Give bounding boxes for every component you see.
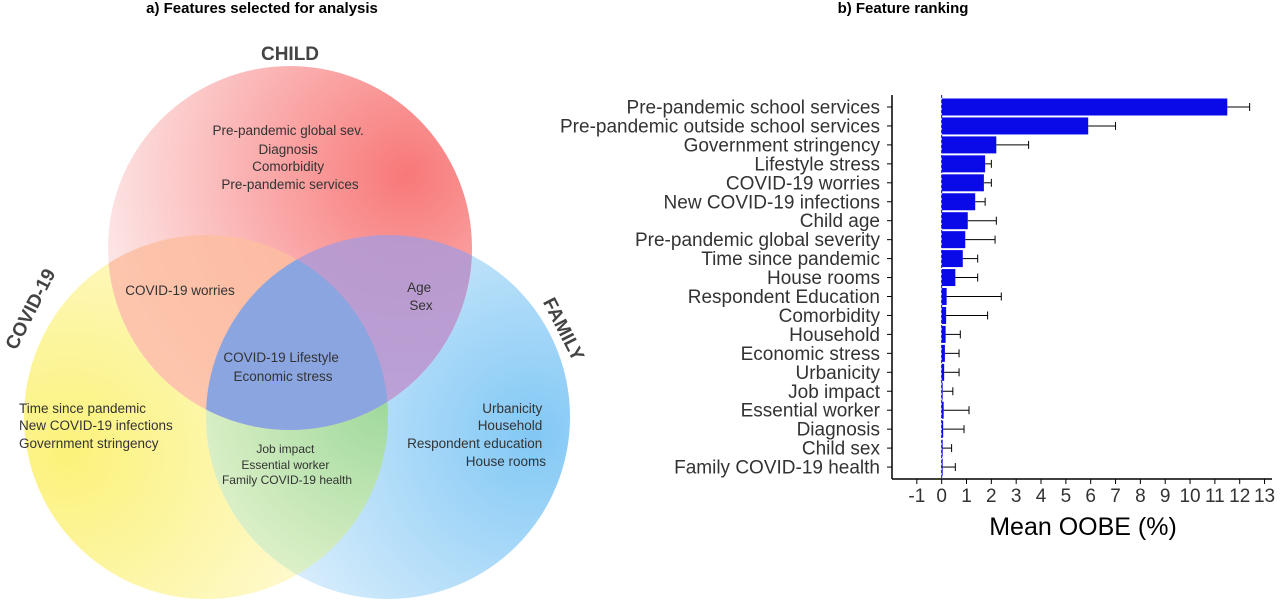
bar	[941, 288, 947, 305]
x-tick-label: 10	[1179, 486, 1200, 507]
category-label: Family COVID-19 health	[674, 458, 880, 479]
region-all-three: COVID-19 Lifestyle Economic stress	[223, 350, 342, 384]
venn-title: a) Features selected for analysis	[146, 0, 378, 17]
bar	[941, 420, 944, 438]
region-child-covid: COVID-19 worries	[125, 283, 235, 298]
x-tick-label: 5	[1061, 486, 1072, 507]
region-item: COVID-19 Lifestyle	[223, 350, 339, 365]
region-item: Government stringency	[19, 436, 159, 451]
bar	[941, 344, 945, 362]
category-label: Household	[789, 325, 880, 346]
category-label: Job impact	[788, 382, 881, 403]
region-item: COVID-19 worries	[125, 283, 235, 298]
region-item: Age	[407, 280, 431, 295]
bar	[941, 193, 976, 211]
category-label: Child sex	[802, 439, 881, 460]
category-label: Lifestyle stress	[754, 154, 880, 175]
bar	[941, 401, 944, 419]
venn-diagram: CHILD COVID-19 FAMILY Pre-pandemic globa…	[2, 44, 588, 599]
bar	[941, 117, 1089, 135]
x-tick-label: 3	[1011, 486, 1022, 507]
category-label: Urbanicity	[796, 363, 881, 384]
bar	[941, 269, 956, 287]
region-item: Diagnosis	[258, 142, 318, 157]
category-label: Pre-pandemic school services	[627, 98, 880, 119]
category-label: Economic stress	[741, 344, 880, 365]
category-label: Essential worker	[741, 401, 881, 422]
bar	[941, 155, 986, 173]
region-item: Pre-pandemic global sev.	[212, 123, 363, 138]
x-tick-label: 0	[936, 486, 947, 507]
x-tick-label: 1	[961, 486, 972, 507]
x-tick-label: 2	[986, 486, 997, 507]
set-label-child: CHILD	[261, 44, 319, 65]
x-tick-label: 7	[1110, 486, 1121, 507]
category-label: House rooms	[767, 268, 880, 289]
category-label: New COVID-19 infections	[664, 192, 880, 213]
category-label: Respondent Education	[688, 287, 880, 308]
venn-overlap-all	[206, 235, 388, 430]
bar	[941, 136, 997, 154]
x-tick-label: 6	[1085, 486, 1096, 507]
region-item: New COVID-19 infections	[19, 418, 173, 433]
bar-chart: Pre-pandemic school servicesPre-pandemic…	[560, 95, 1275, 541]
region-child-family: Age Sex	[407, 280, 435, 313]
bar	[941, 231, 966, 249]
bar	[941, 382, 943, 400]
bar	[941, 325, 946, 343]
region-item: Time since pandemic	[19, 401, 146, 416]
x-tick-label: -1	[908, 486, 925, 507]
region-item: Job impact	[256, 442, 315, 456]
region-item: Comorbidity	[252, 159, 324, 174]
region-item: Household	[478, 418, 543, 433]
region-item: House rooms	[466, 454, 547, 469]
region-item: Urbanicity	[482, 401, 542, 416]
region-item: Sex	[409, 298, 433, 313]
region-family-only: Urbanicity Household Respondent educatio…	[407, 401, 546, 469]
x-tick-label: 9	[1160, 486, 1171, 507]
region-child-only: Pre-pandemic global sev. Diagnosis Comor…	[212, 123, 367, 192]
x-tick-label: 13	[1254, 486, 1275, 507]
region-item: Essential worker	[241, 458, 329, 472]
region-covid-only: Time since pandemic New COVID-19 infecti…	[19, 401, 177, 451]
bar	[941, 306, 947, 324]
category-label: Child age	[800, 211, 880, 232]
region-item: Respondent education	[407, 436, 542, 451]
bar	[941, 98, 1228, 116]
category-label: Pre-pandemic outside school services	[560, 116, 880, 137]
region-item: Pre-pandemic services	[221, 177, 359, 192]
category-label: Comorbidity	[779, 306, 881, 327]
category-label: Diagnosis	[797, 420, 880, 441]
chart-title: b) Feature ranking	[838, 0, 969, 17]
region-covid-family: Job impact Essential worker Family COVID…	[222, 442, 352, 487]
x-tick-label: 12	[1229, 486, 1250, 507]
bar	[941, 250, 963, 268]
category-label: Time since pandemic	[701, 249, 880, 270]
bar	[941, 212, 968, 230]
bar	[941, 363, 945, 381]
region-item: Economic stress	[233, 369, 332, 384]
x-tick-label: 8	[1135, 486, 1146, 507]
region-item: Family COVID-19 health	[222, 473, 352, 487]
category-label: Pre-pandemic global severity	[635, 230, 881, 251]
x-tick-label: 4	[1036, 486, 1047, 507]
x-axis-title: Mean OOBE (%)	[989, 513, 1177, 541]
bar	[941, 174, 984, 192]
category-label: Government stringency	[684, 135, 881, 156]
x-tick-label: 11	[1205, 486, 1225, 507]
category-label: COVID-19 worries	[726, 173, 880, 194]
